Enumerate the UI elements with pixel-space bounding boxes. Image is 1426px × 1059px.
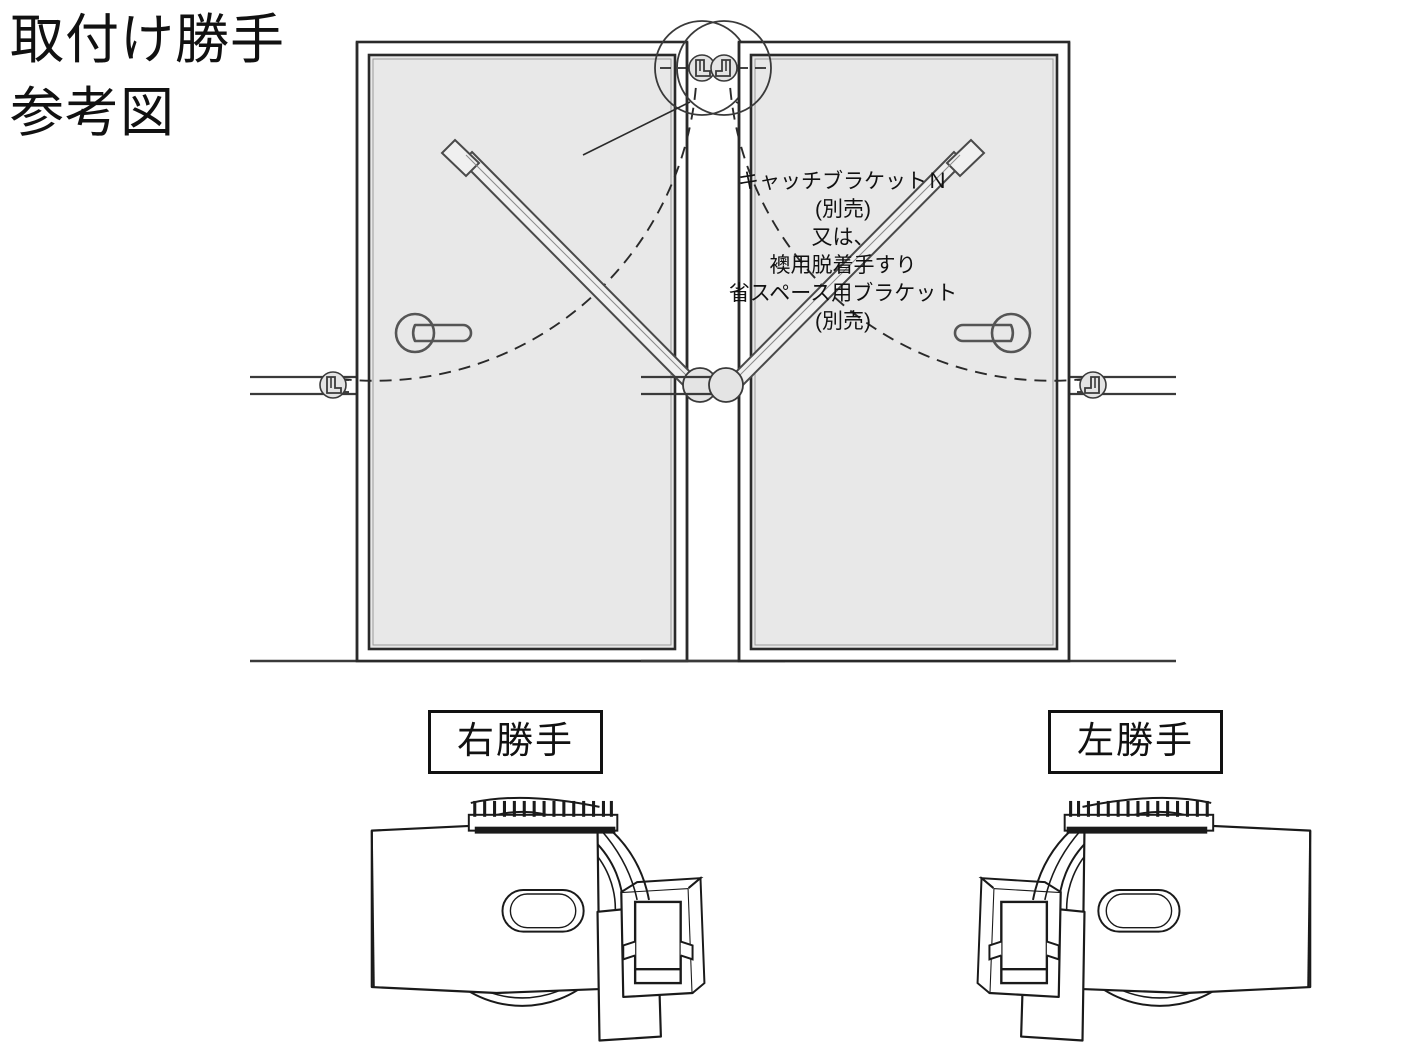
label-left-hand: 左勝手 <box>1048 710 1223 774</box>
page-title-line-2: 参考図 <box>10 83 175 144</box>
callout-line-1: キャッチブラケットＮ <box>738 170 948 193</box>
product-illustration-right-hand <box>370 796 706 1043</box>
catch-bracket-callout: キャッチブラケットＮ (別売) 又は、 襖用脱着手すり 省スペース用ブラケット … <box>683 168 1003 336</box>
page-title: 取付け勝手 参考図 <box>10 6 340 148</box>
left-hand-door-plan <box>582 20 1176 663</box>
detail-circle-top-right <box>676 20 772 116</box>
product-illustration-left-hand <box>976 796 1312 1043</box>
catch-bracket-top-right <box>676 20 772 116</box>
right-hand-door-plan <box>250 20 844 663</box>
callout-line-6: (別売) <box>815 309 871 333</box>
page-title-line-1: 取付け勝手 <box>10 10 285 70</box>
catch-bracket-wall-right <box>1079 371 1107 399</box>
swing-arc-left <box>332 67 698 382</box>
callout-line-2: (別売) <box>815 197 871 221</box>
callout-line-4: 襖用脱着手すり <box>769 253 917 277</box>
label-right-hand: 右勝手 <box>428 710 603 774</box>
callout-line-3: 又は、 <box>811 225 875 249</box>
stay-arm-right <box>724 138 986 394</box>
hinge-pivot-right <box>708 367 744 403</box>
swing-arc-right <box>728 67 1094 382</box>
leader-line-right <box>582 101 691 156</box>
callout-line-5: 省スペース用ブラケット <box>728 281 958 305</box>
catch-bracket-wall-left <box>319 371 347 399</box>
